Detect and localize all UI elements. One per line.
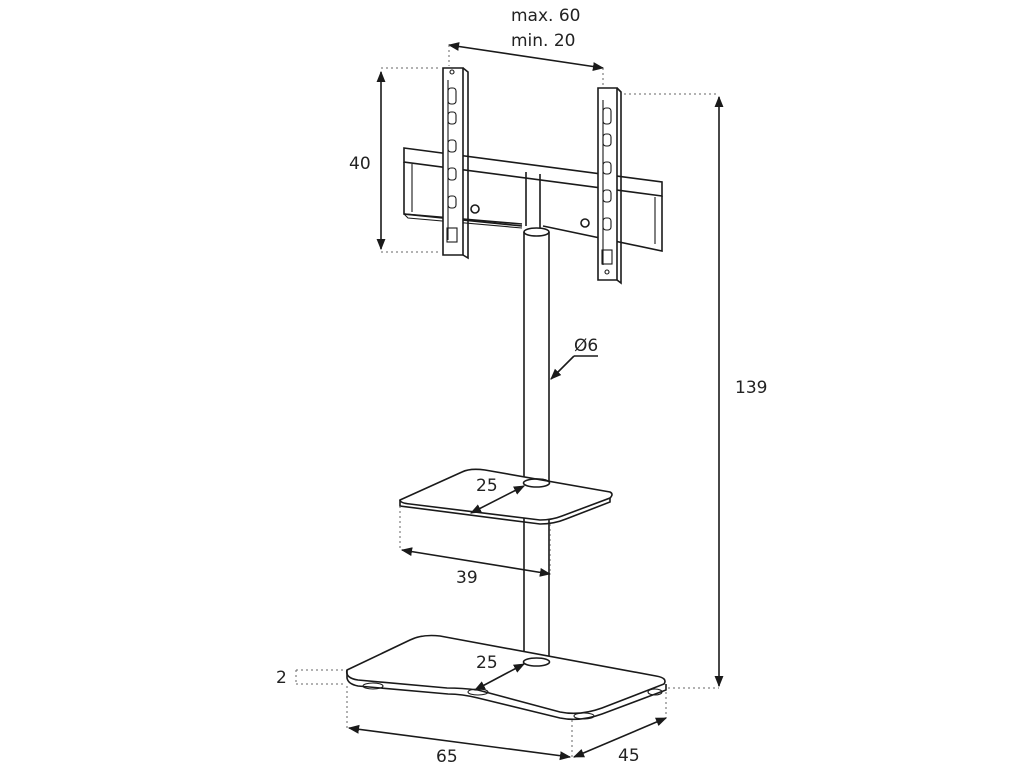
- dimension-shelf-width: [399, 506, 552, 577]
- dimension-base-thickness: [295, 669, 345, 685]
- dimension-bracket-height: [376, 67, 441, 253]
- base-plate: [345, 634, 667, 721]
- dimension-base-pole-depth: [474, 663, 525, 691]
- locking-knobs: [470, 204, 590, 228]
- dimension-base-depth: [572, 692, 668, 758]
- dimension-total-height: [624, 93, 724, 689]
- middle-shelf: [399, 468, 613, 525]
- left-vesa-bracket: [442, 67, 469, 260]
- label-total-height: 139: [735, 378, 767, 398]
- label-base-width: 65: [436, 747, 458, 767]
- right-vesa-bracket: [597, 87, 622, 285]
- label-width-min: min. 20: [511, 31, 576, 51]
- label-pole-diameter: Ø6: [574, 336, 598, 356]
- label-base-pole-depth: 25: [476, 653, 498, 673]
- dimension-pole-diameter: [550, 355, 598, 380]
- dimension-base-width: [346, 686, 573, 761]
- dimension-shelf-depth: [470, 485, 525, 514]
- label-shelf-depth: 25: [476, 476, 498, 496]
- dimension-vesa-width: [447, 42, 605, 86]
- pole: [522, 227, 551, 667]
- label-bracket-height: 40: [349, 154, 371, 174]
- label-base-depth: 45: [618, 746, 640, 766]
- label-width-max: max. 60: [511, 6, 580, 26]
- label-shelf-width: 39: [456, 568, 478, 588]
- label-base-thickness: 2: [276, 668, 287, 688]
